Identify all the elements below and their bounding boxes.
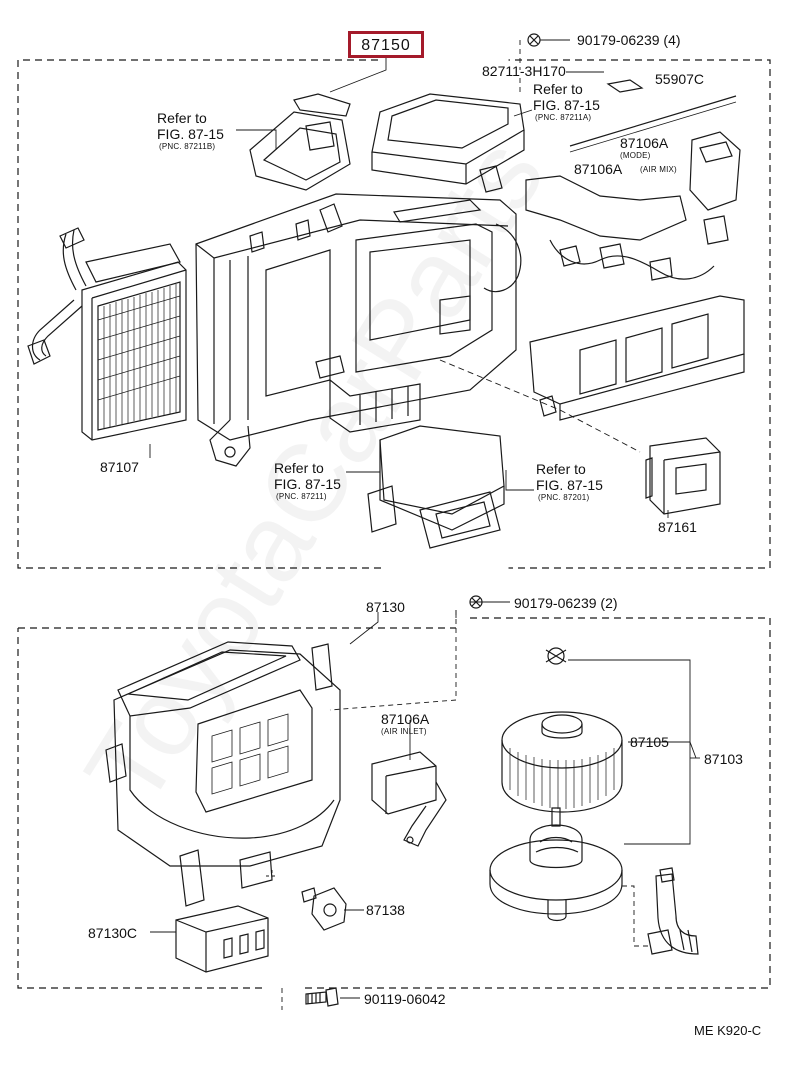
ref-87211b-line1: Refer to: [157, 110, 207, 126]
resistor-87130c: [175, 905, 269, 973]
part-label-90179-06239-2[interactable]: 90179-06239 (2): [514, 595, 618, 611]
control-unit-87161: [645, 437, 721, 515]
upper-duct-center: [371, 93, 525, 185]
air-hose: [647, 867, 699, 955]
part-label-87105[interactable]: 87105: [630, 734, 669, 750]
clip-90179-lower: [469, 595, 483, 609]
ref-87201-line1: Refer to: [536, 461, 586, 477]
part-label-55907c[interactable]: 55907C: [655, 71, 705, 87]
lower-duct: [367, 425, 505, 549]
part-label-87130c[interactable]: 87130C: [88, 925, 138, 941]
part-label-82711-3h170[interactable]: 82711-3H170: [482, 63, 566, 79]
blower-motor: [489, 807, 623, 922]
part-label-87106a-air-inlet[interactable]: 87106A: [381, 711, 430, 727]
part-label-87106a-airmix-sub: (AIR MIX): [640, 165, 677, 174]
part-label-87107[interactable]: 87107: [100, 459, 139, 475]
assembly-part-number: 87150: [361, 37, 411, 54]
part-label-87138[interactable]: 87138: [366, 902, 405, 918]
ref-87211b-line2[interactable]: FIG. 87-15: [157, 126, 224, 142]
ref-87211b-pnc: (PNC. 87211B): [159, 142, 216, 151]
upper-duct-left: [249, 93, 351, 191]
upper-group-border: [17, 59, 771, 569]
servo-motors-upper: [525, 79, 741, 281]
blower-fan: [501, 647, 623, 813]
part-label-87161[interactable]: 87161: [658, 519, 697, 535]
lower-group-border: [17, 617, 771, 989]
part-label-87103[interactable]: 87103: [704, 751, 743, 767]
part-label-90119-06042[interactable]: 90119-06042: [364, 991, 446, 1007]
ref-87211a-line2[interactable]: FIG. 87-15: [533, 97, 600, 113]
ref-87211a-pnc: (PNC. 87211A): [535, 113, 592, 122]
ref-87211-line1: Refer to: [274, 460, 324, 476]
assembly-part-number-box[interactable]: 87150: [348, 31, 424, 58]
front-duct: [529, 295, 745, 421]
ref-87201-pnc: (PNC. 87201): [538, 493, 590, 502]
ref-87211-line2[interactable]: FIG. 87-15: [274, 476, 341, 492]
heater-core: [27, 227, 187, 441]
servo-air-inlet: [371, 751, 447, 847]
part-label-87106a-airmix[interactable]: 87106A: [574, 161, 623, 177]
part-label-87106a-air-inlet-sub: (AIR INLET): [381, 727, 427, 736]
ref-87211-pnc: (PNC. 87211): [276, 492, 327, 501]
clip-90179-upper: [527, 33, 541, 47]
part-label-90179-06239-4[interactable]: 90179-06239 (4): [577, 32, 681, 48]
diagram-code: ME K920-C: [694, 1023, 762, 1038]
connector-87138: [301, 887, 347, 931]
screw-90119: [305, 987, 339, 1007]
blower-case: [105, 641, 341, 907]
part-label-87106a-mode-sub: (MODE): [620, 151, 651, 160]
heater-case: [195, 165, 522, 467]
ref-87201-line2[interactable]: FIG. 87-15: [536, 477, 603, 493]
ref-87211a-line1: Refer to: [533, 81, 583, 97]
part-label-87106a-mode[interactable]: 87106A: [620, 135, 669, 151]
part-label-87130[interactable]: 87130: [366, 599, 405, 615]
